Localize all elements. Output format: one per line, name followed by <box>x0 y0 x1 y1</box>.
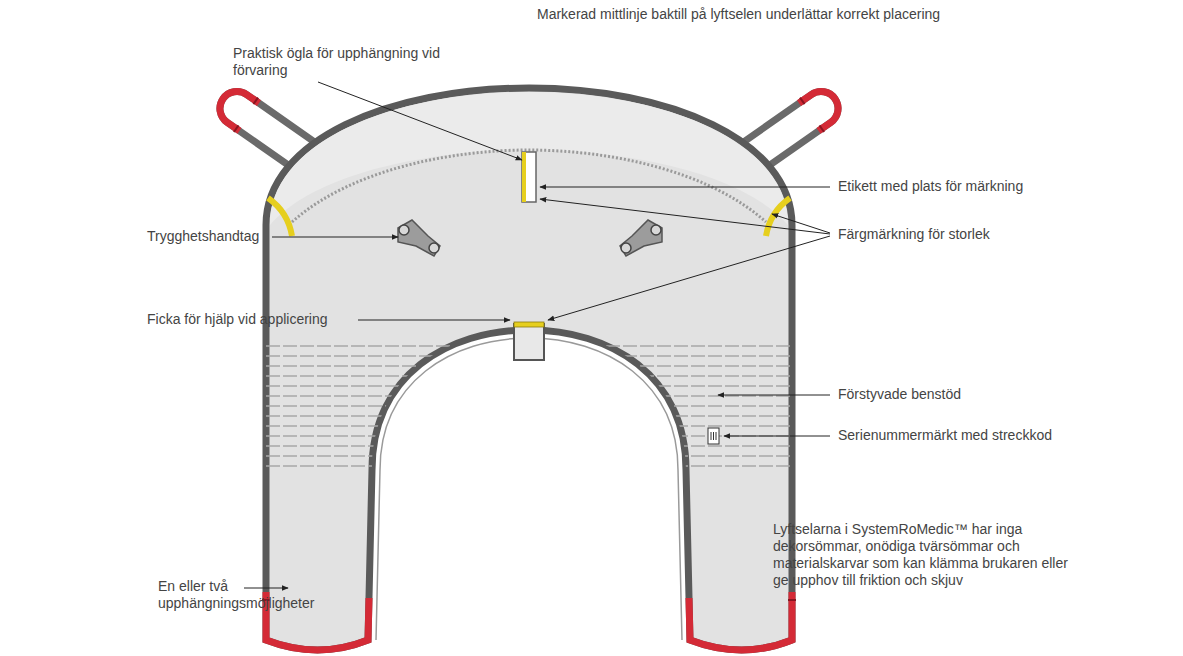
stitch-line <box>266 415 792 417</box>
callout-label: Etikett med plats för märkning <box>838 178 1168 195</box>
callout-label: En eller två upphängningsmöjligheter <box>158 578 330 612</box>
stitch-line <box>266 375 792 377</box>
safety-handle <box>398 220 440 256</box>
barcode <box>708 428 719 444</box>
callout-label: Färgmärkning för storlek <box>838 226 1168 243</box>
sling-body <box>266 88 792 650</box>
note-text: Markerad mittlinje baktill på lyftselen … <box>537 6 1167 23</box>
callout-label: Praktisk ögla för upphängning vid förvar… <box>233 45 448 79</box>
callout-label: Serienummermärkt med streckkod <box>838 427 1168 444</box>
leg-edge <box>376 338 682 640</box>
size-mark <box>766 198 790 236</box>
note-text: Lyftselarna i SystemRoMedic™ har inga de… <box>773 521 1073 589</box>
label-tab <box>522 152 536 202</box>
safety-handle <box>620 220 662 256</box>
stitch-line <box>266 425 792 427</box>
stitch-line <box>266 465 792 467</box>
stitch-line <box>266 395 792 397</box>
head-support <box>270 92 788 225</box>
leg-loop <box>689 592 792 650</box>
stitch-line <box>266 445 792 447</box>
size-mark <box>268 198 292 236</box>
callout-label: Ficka för hjälp vid applicering <box>147 311 355 328</box>
stitching <box>266 346 792 466</box>
pocket <box>514 324 544 360</box>
callout-label: Förstyvade benstöd <box>838 386 1168 403</box>
callout-label: Trygghetshandtag <box>147 228 269 245</box>
leader-lines <box>244 82 830 588</box>
stitch-line <box>266 405 792 407</box>
stitch-line <box>266 385 792 387</box>
stitch-line <box>266 455 792 457</box>
seam <box>292 150 766 222</box>
stitch-line <box>266 365 792 367</box>
